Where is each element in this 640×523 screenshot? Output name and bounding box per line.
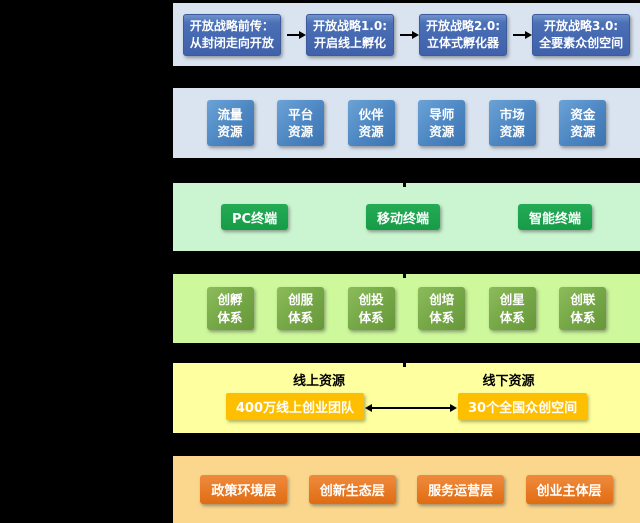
system-box: 创联 体系 [559,287,607,330]
terminal-row: PC终端 移动终端 智能终端 [173,183,640,251]
system-box: 创星 体系 [488,287,536,330]
offline-resource-group: 线下资源 30个全国众创空间 [458,370,588,420]
resource-row: 流量 资源 平台 资源 伙伴 资源 导师 资源 市场 资源 资金 资源 [173,88,640,158]
strategy-stage-box: 开放战略2.0: 立体式孵化器 [419,13,508,56]
double-arrow-icon [365,404,458,412]
resource-box: 平台 资源 [277,100,325,146]
online-team-box: 400万线上创业团队 [225,393,365,420]
system-box: 创投 体系 [347,287,395,330]
strategy-stage-box: 开放战略前传： 从封闭走向开放 [182,13,281,56]
strategy-stage-box: 开放战略1.0: 开启线上孵化 [305,13,394,56]
right-arrow-icon [400,30,419,39]
online-resource-group: 线上资源 400万线上创业团队 [225,370,365,420]
layer-row: 政策环境层 创新生态层 服务运营层 创业主体层 [173,456,640,523]
system-box: 创培 体系 [418,287,466,330]
offline-resource-heading: 线下资源 [482,374,535,389]
terminal-box: 移动终端 [366,204,441,230]
layer-box: 服务运营层 [417,475,505,504]
resource-box: 资金 资源 [559,100,607,146]
link-row: 线上资源 400万线上创业团队 线下资源 30个全国众创空间 [173,363,640,433]
strategy-row: 开放战略前传： 从封闭走向开放 开放战略1.0: 开启线上孵化 开放战略2.0:… [173,3,640,66]
system-box: 创孵 体系 [206,287,254,330]
layer-box: 创业主体层 [525,475,613,504]
right-arrow-icon [286,30,306,39]
right-arrow-icon [513,30,533,39]
system-box: 创服 体系 [277,287,325,330]
terminal-box: PC终端 [221,204,289,230]
resource-box: 流量 资源 [206,100,254,146]
strategy-stage-box: 开放战略3.0: 全要素众创空间 [532,13,631,56]
offline-space-box: 30个全国众创空间 [458,393,588,420]
layer-box: 创新生态层 [308,475,396,504]
system-row: 创孵 体系 创服 体系 创投 体系 创培 体系 创星 体系 创联 体系 [173,274,640,343]
terminal-box: 智能终端 [517,204,592,230]
online-resource-heading: 线上资源 [292,374,345,389]
resource-box: 市场 资源 [488,100,536,146]
resource-box: 导师 资源 [418,100,466,146]
layer-box: 政策环境层 [200,475,288,504]
resource-box: 伙伴 资源 [347,100,395,146]
